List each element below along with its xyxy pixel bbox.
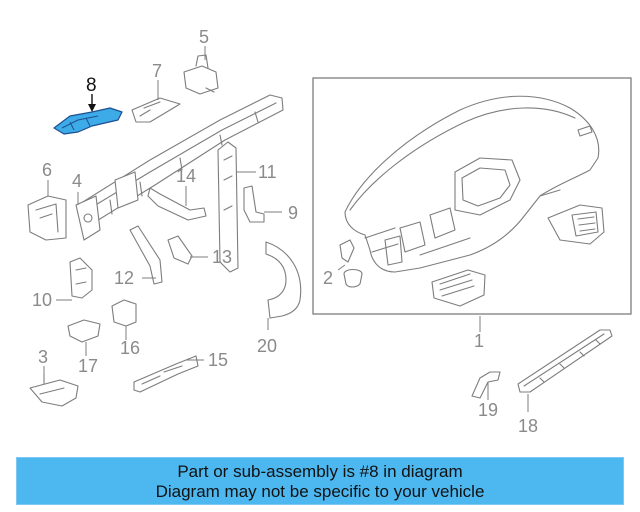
bracket-17 xyxy=(67,319,101,343)
bracket-6 xyxy=(27,195,67,241)
bracket-10 xyxy=(69,257,93,299)
dashboard-center-stack xyxy=(384,207,456,266)
bracket-19 xyxy=(471,371,501,399)
strip-20 xyxy=(265,241,302,319)
dashboard-top-line xyxy=(349,107,576,211)
banner-line-2: Diagram may not be specific to your vehi… xyxy=(155,482,485,501)
bracket-15 xyxy=(133,355,199,393)
beam-bolt xyxy=(83,213,93,223)
callout-5: 5 xyxy=(199,27,209,47)
rail-18 xyxy=(517,329,613,393)
bracket-7 xyxy=(131,97,181,123)
bracket-6-detail xyxy=(35,203,59,233)
dashboard-cluster xyxy=(454,157,521,216)
bracket-12 xyxy=(129,225,163,285)
bracket-10-detail xyxy=(75,267,87,285)
callout-6: 6 xyxy=(42,160,52,180)
callout-13: 13 xyxy=(212,247,232,267)
callout-12: 12 xyxy=(114,268,134,288)
callout-14: 14 xyxy=(176,166,196,186)
beam-center-mount xyxy=(114,171,139,209)
callout-20: 20 xyxy=(257,336,277,356)
callout-3: 3 xyxy=(38,347,48,367)
bracket-5 xyxy=(183,65,219,95)
clip-2 xyxy=(343,268,363,288)
callout-17: 17 xyxy=(78,356,98,376)
bracket-7-detail xyxy=(139,101,161,117)
callout-2: 2 xyxy=(323,268,333,288)
defroster-vent xyxy=(577,125,593,137)
center-vent xyxy=(431,269,486,307)
cross-car-beam xyxy=(75,94,284,241)
callout-16: 16 xyxy=(120,338,140,358)
rail-18-detail xyxy=(523,333,605,387)
post-11-detail xyxy=(223,155,233,211)
instrument-panel-frame xyxy=(312,77,632,315)
beam-detail xyxy=(83,102,277,215)
leader-8-head xyxy=(88,104,96,112)
callout-4: 4 xyxy=(72,171,82,191)
bracket-14 xyxy=(147,187,207,221)
right-vent-detail xyxy=(571,211,599,237)
post-11 xyxy=(217,141,239,273)
info-banner: Part or sub-assembly is #8 in diagram Di… xyxy=(16,457,624,505)
callout-8: 8 xyxy=(86,75,97,96)
callout-15: 15 xyxy=(208,350,228,370)
callout-1: 1 xyxy=(474,331,484,351)
banner-line-1: Part or sub-assembly is #8 in diagram xyxy=(177,462,463,481)
parts-diagram: 1 2 3 4 5 6 7 8 9 10 11 12 13 14 15 16 1… xyxy=(27,27,632,436)
right-vent xyxy=(547,204,605,245)
center-vent-detail xyxy=(439,273,475,297)
callout-19: 19 xyxy=(478,400,498,420)
dashboard-shape xyxy=(344,95,600,273)
bracket-13 xyxy=(167,235,193,265)
bracket-2 xyxy=(339,239,355,263)
bracket-15-detail xyxy=(141,365,183,385)
instrument-panel-group xyxy=(312,77,632,332)
highlighted-part-8 xyxy=(53,94,123,135)
part-8-detail xyxy=(61,115,99,131)
callout-7: 7 xyxy=(152,61,162,81)
bracket-16 xyxy=(111,299,137,327)
bracket-9 xyxy=(243,185,265,223)
callout-18: 18 xyxy=(518,416,538,436)
leader-2 xyxy=(337,264,346,271)
dashboard-lower xyxy=(364,189,561,256)
callout-10: 10 xyxy=(32,290,52,310)
bracket-5-detail xyxy=(195,54,215,93)
callout-9: 9 xyxy=(288,203,298,223)
callout-11: 11 xyxy=(258,162,277,182)
bracket-3 xyxy=(29,379,79,407)
